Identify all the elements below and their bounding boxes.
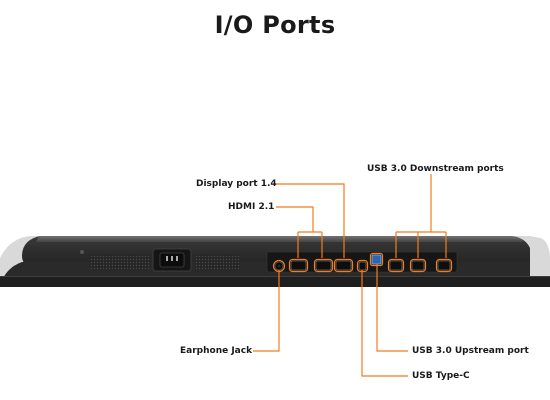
label-hdmi: HDMI 2.1 [228, 202, 275, 212]
vent-grille-right [195, 254, 240, 270]
label-usb-downstream: USB 3.0 Downstream ports [367, 164, 504, 174]
page-title: I/O Ports [214, 11, 336, 39]
hdmi-port-2 [315, 260, 332, 271]
earphone-jack-port [274, 261, 284, 271]
label-earphone-jack: Earphone Jack [180, 346, 253, 356]
label-usb-upstream: USB 3.0 Upstream port [412, 346, 529, 356]
callout-lines [253, 174, 453, 377]
usb-downstream-port-1 [389, 260, 403, 271]
displayport-port [335, 260, 352, 271]
usb-typec-port [358, 261, 367, 271]
usb-downstream-port-3 [437, 260, 451, 271]
vent-grille-left [90, 254, 150, 270]
hdmi-port-1 [290, 260, 307, 271]
usb-upstream-port [371, 254, 382, 265]
label-usb-typec: USB Type-C [412, 371, 470, 381]
label-displayport: Display port 1.4 [196, 179, 277, 189]
usb-downstream-port-2 [411, 260, 425, 271]
kensington-slot-icon [80, 250, 84, 254]
power-connector-icon [152, 248, 192, 272]
